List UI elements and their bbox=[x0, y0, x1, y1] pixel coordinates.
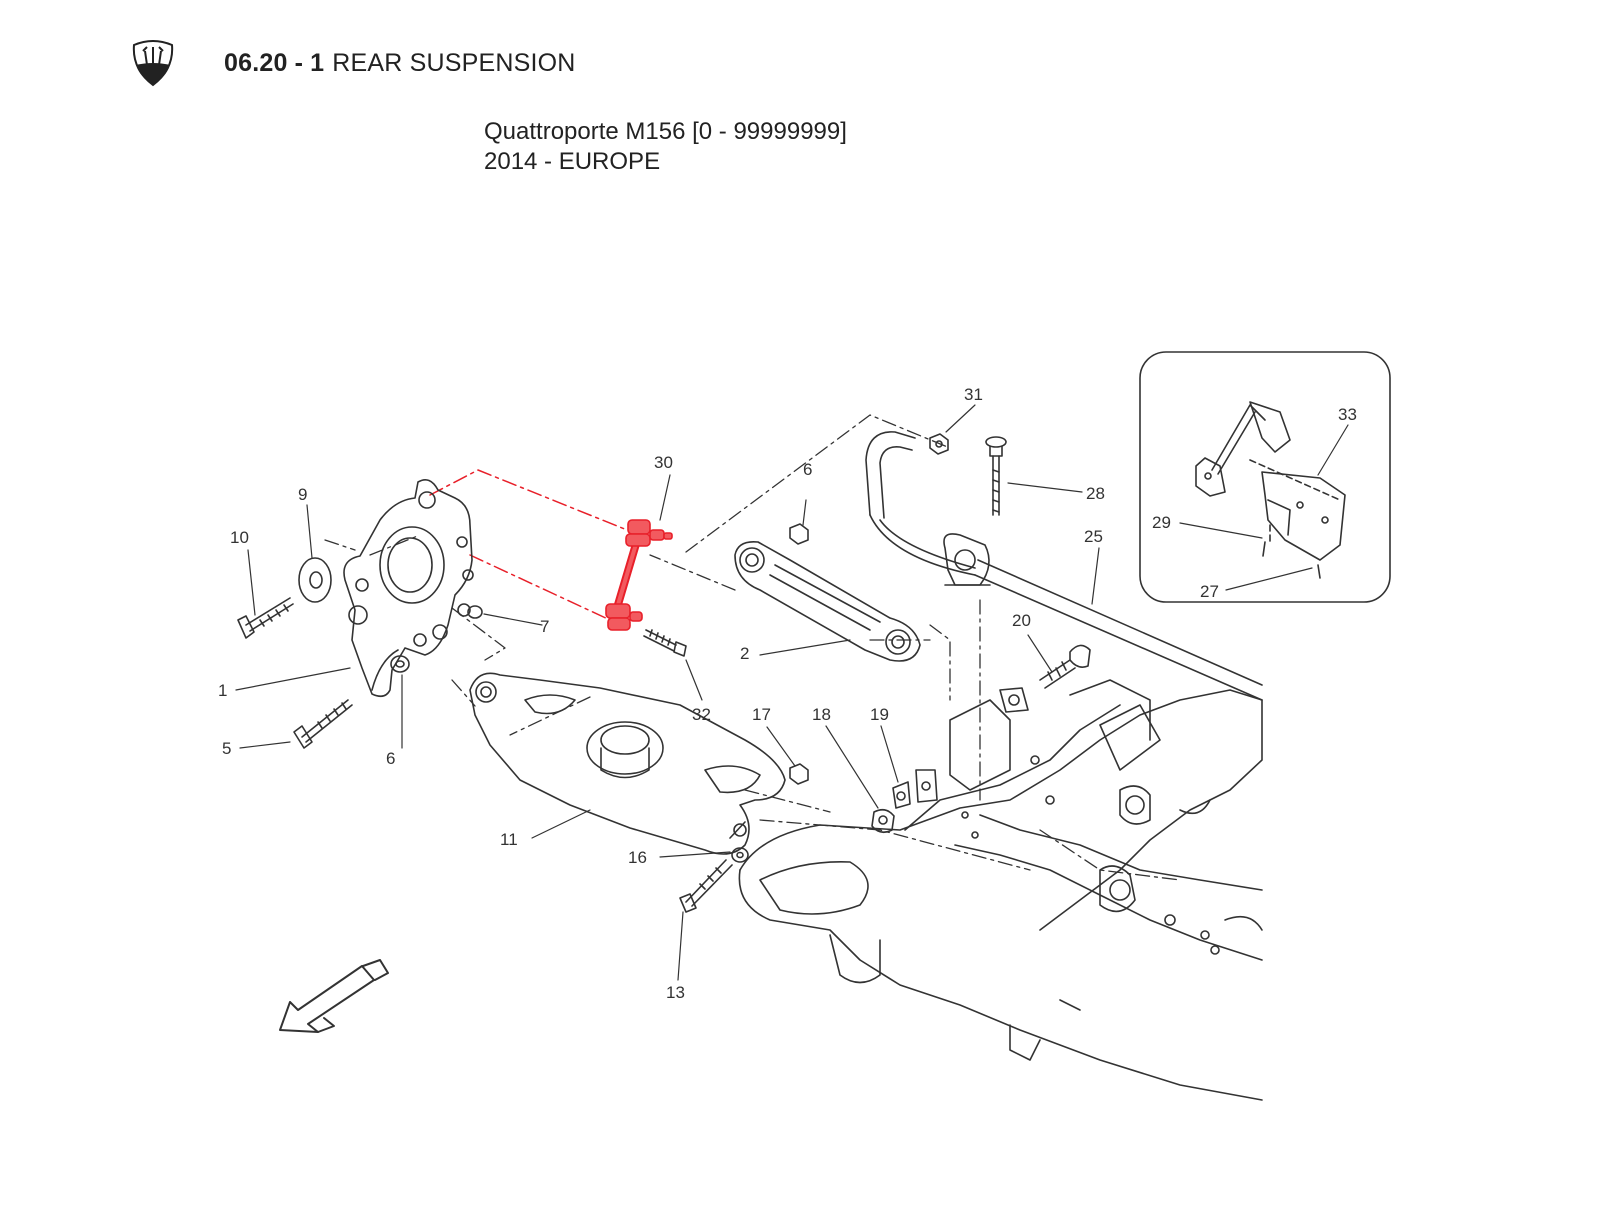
callout-labels: 1 2 5 6 6 7 9 10 11 13 16 17 18 19 20 25… bbox=[218, 385, 1357, 1002]
callout-19: 19 bbox=[870, 705, 889, 724]
callout-33: 33 bbox=[1338, 405, 1357, 424]
callout-5: 5 bbox=[222, 739, 231, 758]
callout-27: 27 bbox=[1200, 582, 1219, 601]
model-line-1: Quattroporte M156 [0 - 99999999] bbox=[484, 118, 847, 145]
callout-20: 20 bbox=[1012, 611, 1031, 630]
bolt-20 bbox=[999, 644, 1091, 713]
nut-6-upper bbox=[789, 523, 809, 545]
upper-control-arm bbox=[734, 540, 921, 662]
inset-detail-box bbox=[1139, 351, 1391, 603]
callout-32: 32 bbox=[692, 705, 711, 724]
bolt-10 bbox=[237, 597, 294, 639]
callout-16: 16 bbox=[628, 848, 647, 867]
callout-9: 9 bbox=[298, 485, 307, 504]
washer-16 bbox=[731, 847, 749, 863]
callout-29: 29 bbox=[1152, 513, 1171, 532]
trident-logo-icon bbox=[132, 40, 174, 87]
wheel-knuckle bbox=[343, 479, 474, 698]
lower-control-arm bbox=[469, 672, 786, 855]
alignment-lines bbox=[324, 414, 1181, 881]
callout-11: 11 bbox=[500, 830, 518, 849]
callout-18: 18 bbox=[812, 705, 831, 724]
callout-17: 17 bbox=[752, 705, 771, 724]
rear-subframe bbox=[738, 679, 1263, 1101]
leader-lines bbox=[235, 404, 1349, 981]
callout-6-lower: 6 bbox=[386, 749, 395, 768]
bolt-28 bbox=[985, 436, 1007, 516]
nut-7 bbox=[467, 605, 483, 619]
model-info: Quattroporte M156 [0 - 99999999] 2014 - … bbox=[484, 117, 847, 177]
bolt-13 bbox=[679, 859, 733, 913]
callout-6-upper: 6 bbox=[803, 460, 812, 479]
model-line-2: 2014 - EUROPE bbox=[484, 148, 661, 175]
callout-25: 25 bbox=[1084, 527, 1103, 546]
direction-arrow-icon bbox=[279, 959, 389, 1033]
nut-31 bbox=[929, 433, 949, 455]
callout-10: 10 bbox=[230, 528, 249, 547]
callout-2: 2 bbox=[740, 644, 749, 663]
section-index: 1 bbox=[310, 48, 325, 77]
callout-1: 1 bbox=[218, 681, 227, 700]
washer-9 bbox=[298, 557, 332, 603]
stabilizer-link-30 bbox=[605, 519, 673, 631]
nut-6-knuckle bbox=[390, 655, 410, 673]
nut-17 bbox=[789, 763, 809, 785]
section-title: REAR SUSPENSION bbox=[332, 48, 576, 77]
bolt-5 bbox=[293, 699, 353, 749]
callout-7: 7 bbox=[540, 617, 549, 636]
callout-31: 31 bbox=[964, 385, 983, 404]
section-code: 06.20 bbox=[224, 48, 288, 77]
bolt-32 bbox=[643, 629, 687, 657]
callout-28: 28 bbox=[1086, 484, 1105, 503]
fastener-18-19 bbox=[871, 769, 938, 834]
highlight-alignment-lines bbox=[429, 469, 643, 621]
callout-30: 30 bbox=[654, 453, 673, 472]
nut-6-knuckle-hole bbox=[395, 660, 405, 668]
callout-13: 13 bbox=[666, 983, 685, 1002]
stabilizer-bar bbox=[865, 431, 1263, 701]
section-separator: - bbox=[294, 48, 304, 77]
